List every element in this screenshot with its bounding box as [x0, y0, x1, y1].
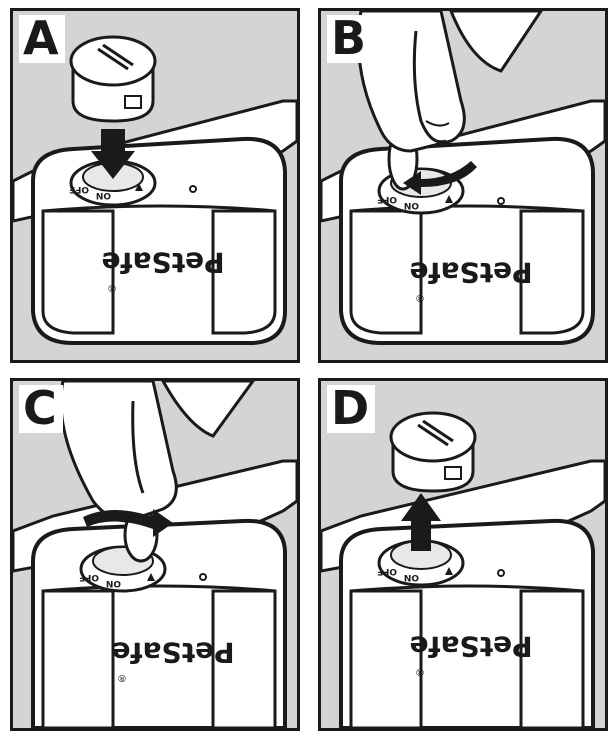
brand-logo: PetSafe — [111, 636, 234, 669]
step-letter: A — [19, 15, 65, 63]
registered-mark: ® — [117, 672, 127, 683]
dial-off-label: OFF — [69, 184, 89, 194]
panel-a: ON OFF PetSafe ® A — [10, 8, 300, 363]
brand-logo: PetSafe — [409, 256, 532, 289]
battery-cap-icon — [391, 413, 475, 491]
registered-mark: ® — [415, 292, 425, 303]
dial-on-label: ON — [106, 578, 121, 588]
brand-logo: PetSafe — [409, 630, 532, 663]
step-letter: C — [19, 385, 63, 433]
brand-logo: PetSafe — [101, 246, 224, 279]
dial-on-label: ON — [404, 200, 419, 210]
dial-on-label: ON — [404, 572, 419, 582]
dial-off-label: OFF — [79, 572, 99, 582]
panel-c: ON OFF PetSafe ® C — [10, 378, 300, 731]
dial-on-label: ON — [96, 190, 111, 200]
panel-b: ON OFF PetSafe ® B — [318, 8, 608, 363]
step-letter: D — [327, 385, 375, 433]
registered-mark: ® — [415, 666, 425, 677]
dial-off-label: OFF — [377, 566, 397, 576]
panel-d: ON OFF PetSafe ® D — [318, 378, 608, 731]
registered-mark: ® — [107, 282, 117, 293]
battery-cap-icon — [71, 37, 155, 121]
step-letter: B — [327, 15, 372, 63]
dial-off-label: OFF — [377, 194, 397, 204]
